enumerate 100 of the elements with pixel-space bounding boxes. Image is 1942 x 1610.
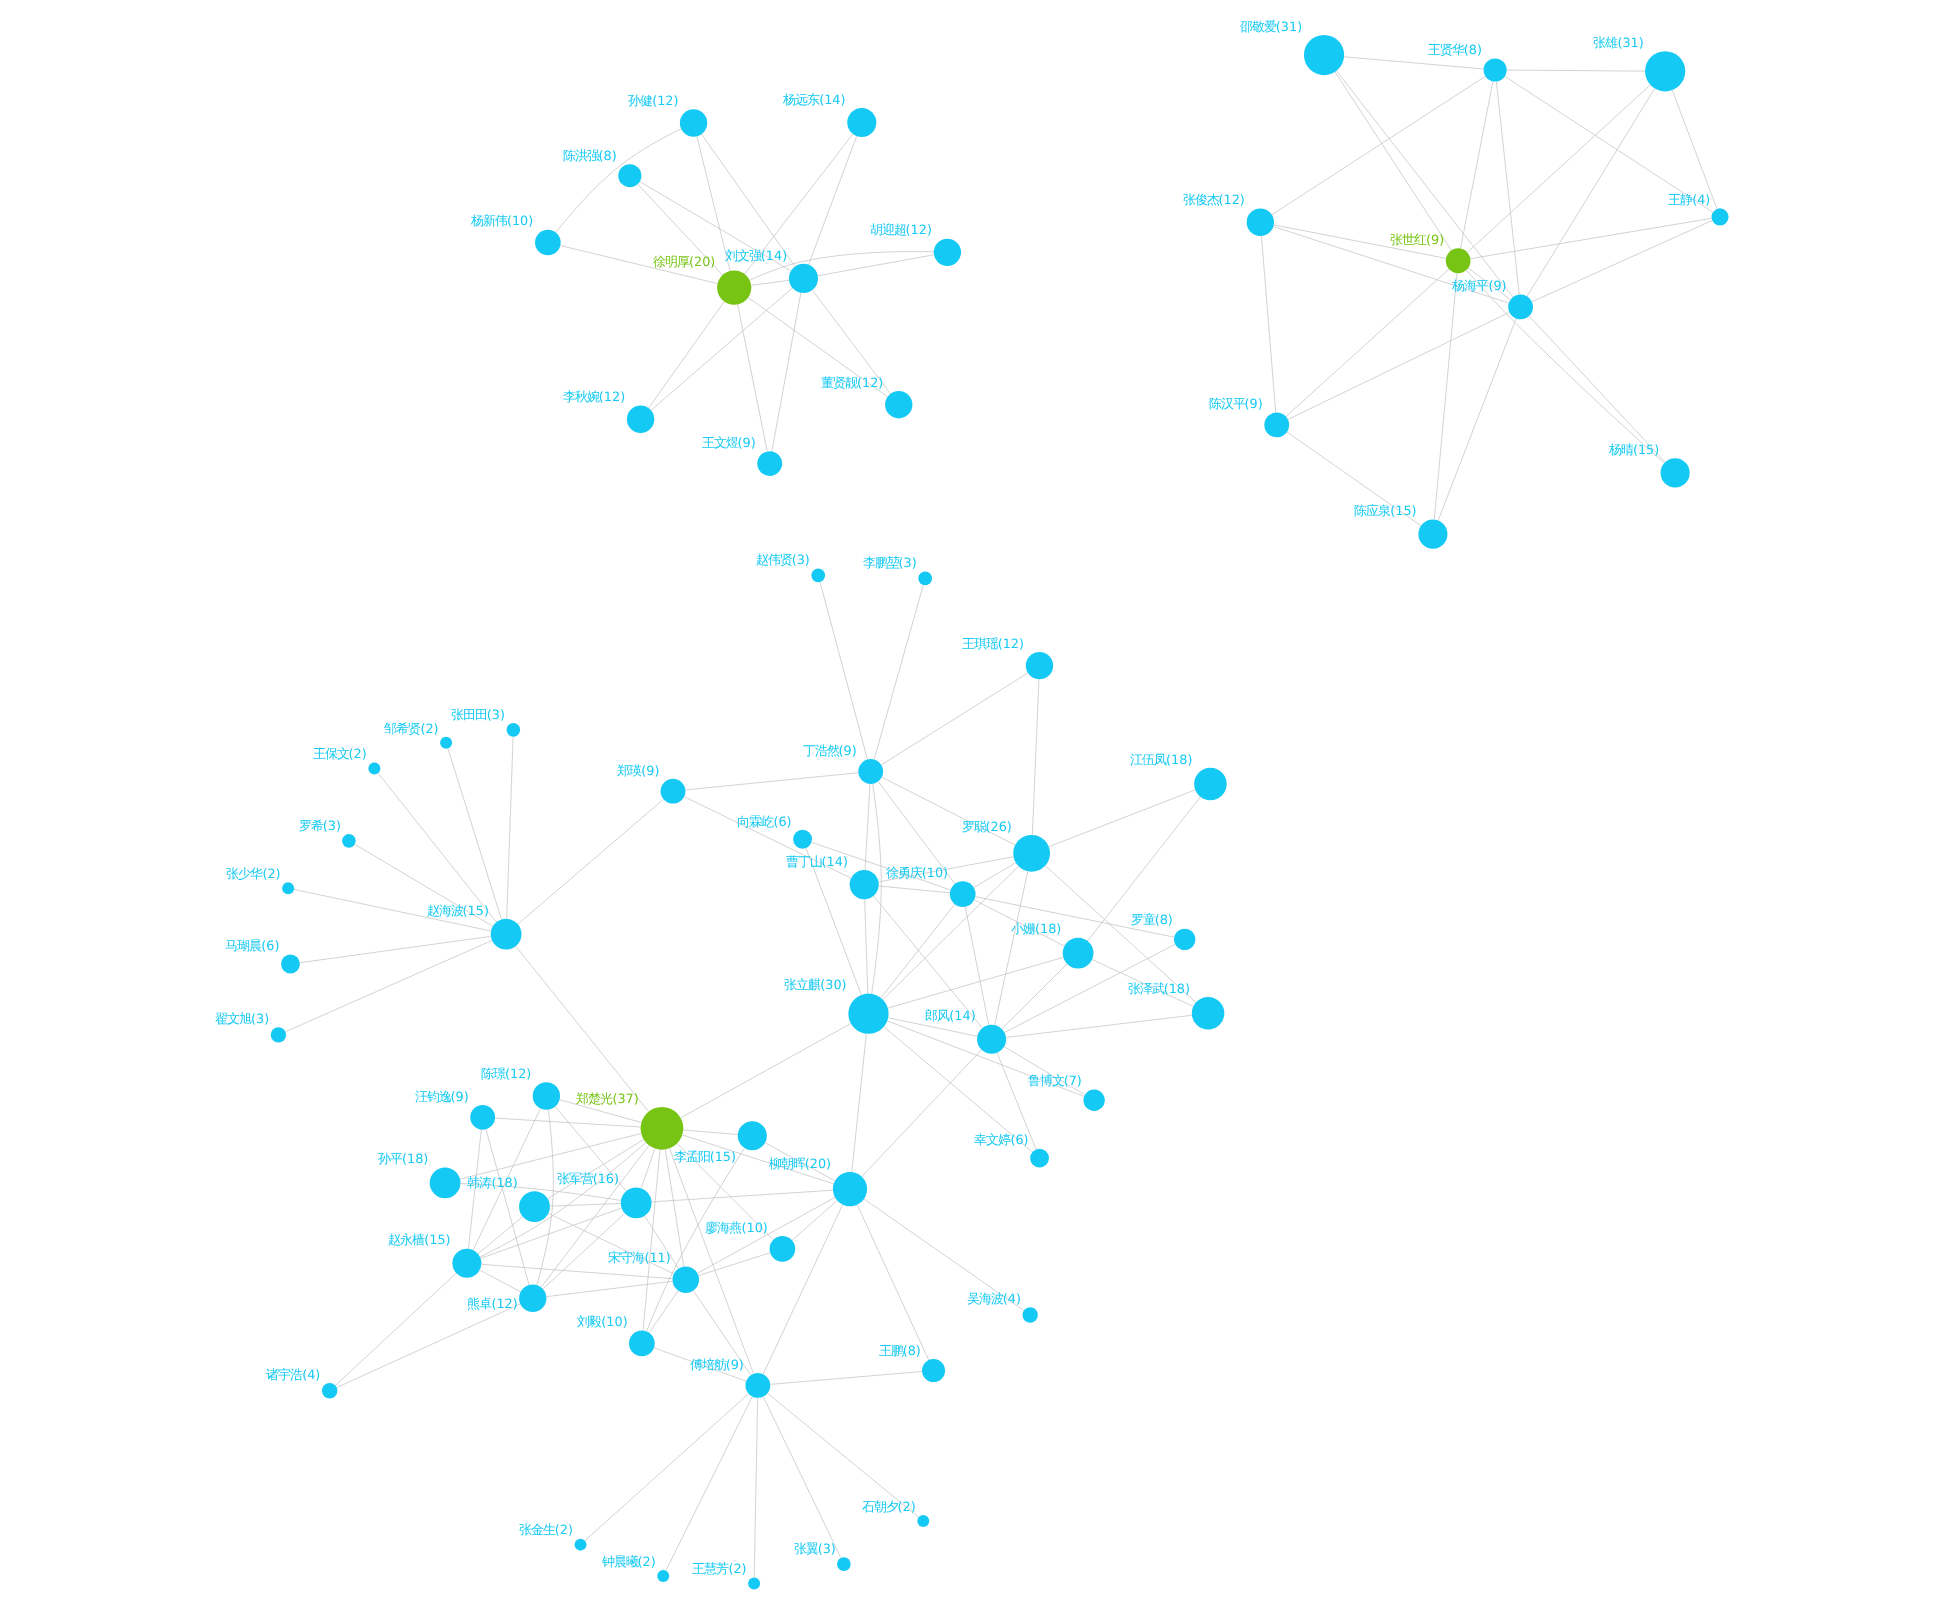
- node-circle: [1022, 1307, 1038, 1323]
- node-circle: [1194, 767, 1227, 801]
- node-circle: [918, 571, 932, 586]
- connector: [680, 1023, 852, 1119]
- connector: [1261, 235, 1277, 413]
- connector: [1671, 89, 1718, 209]
- connector: [1506, 69, 1646, 72]
- connector: [1048, 789, 1196, 847]
- connector: [973, 899, 1065, 947]
- connector: [460, 1183, 622, 1201]
- node-circle: [1264, 412, 1290, 438]
- connector: [559, 1099, 642, 1123]
- connector: [1286, 431, 1422, 527]
- connector: [1466, 84, 1651, 253]
- connector: [698, 1252, 771, 1277]
- connector: [479, 1142, 647, 1258]
- node-circle: [490, 918, 522, 950]
- connector: [354, 844, 494, 927]
- connector: [864, 783, 871, 871]
- connector: [1343, 56, 1484, 70]
- connector: [1001, 963, 1068, 1029]
- connector: [750, 279, 790, 286]
- node-circle: [1174, 928, 1196, 950]
- node-circle: [620, 1187, 652, 1219]
- connector: [536, 1109, 554, 1286]
- connector: [1273, 224, 1447, 259]
- node-circle: [532, 1082, 561, 1110]
- connector: [1528, 315, 1666, 463]
- node-circle: [788, 263, 819, 293]
- node-circle: [321, 1383, 338, 1399]
- node-circle: [1191, 997, 1225, 1030]
- connector: [737, 304, 768, 452]
- connector: [767, 1392, 920, 1518]
- connector: [1526, 88, 1656, 297]
- node-circle: [745, 1373, 771, 1398]
- connector: [477, 1216, 524, 1255]
- connector: [682, 1134, 834, 1185]
- connector: [808, 135, 857, 265]
- connector: [1273, 226, 1510, 304]
- connector: [1004, 943, 1176, 1033]
- connector: [639, 181, 792, 272]
- connector: [640, 1148, 656, 1189]
- connector: [506, 736, 514, 919]
- connector: [1504, 76, 1714, 213]
- connector: [549, 1203, 622, 1207]
- connector: [880, 672, 1029, 766]
- connector: [819, 581, 868, 760]
- connector: [882, 866, 1019, 1000]
- connector: [472, 1108, 541, 1251]
- node-circle: [757, 451, 783, 476]
- connector: [1466, 269, 1665, 464]
- connector: [883, 1026, 1033, 1153]
- connector: [811, 289, 891, 394]
- connector: [479, 1269, 522, 1293]
- connector: [878, 856, 1014, 883]
- node-circle: [837, 1557, 851, 1571]
- connector: [887, 1017, 978, 1037]
- connector: [649, 1290, 679, 1333]
- connector: [646, 1147, 745, 1332]
- node-circle: [737, 1121, 767, 1151]
- connector: [762, 1204, 844, 1375]
- connector: [1003, 1046, 1086, 1096]
- connector: [335, 1272, 457, 1386]
- connector: [1437, 318, 1517, 521]
- connector: [880, 904, 955, 999]
- connector: [887, 957, 1064, 1009]
- connector: [886, 1020, 1085, 1097]
- connector: [771, 292, 802, 452]
- connector: [764, 1142, 836, 1182]
- node-circle: [657, 1570, 670, 1583]
- node-circle: [848, 993, 889, 1034]
- connector: [1433, 272, 1458, 520]
- connector: [648, 301, 725, 409]
- connector: [697, 1197, 836, 1274]
- connector: [684, 772, 859, 791]
- connector: [871, 783, 882, 995]
- connector: [644, 1215, 679, 1269]
- connector: [669, 1148, 754, 1375]
- connector: [747, 297, 888, 398]
- node-circle: [1660, 458, 1690, 488]
- connector: [973, 862, 1016, 888]
- connector: [878, 885, 951, 894]
- node-circle: [1025, 652, 1054, 680]
- node-circle: [811, 568, 826, 583]
- node-circle: [1711, 208, 1729, 226]
- node-circle: [977, 1024, 1007, 1054]
- connector: [877, 781, 956, 884]
- connector: [1531, 220, 1713, 303]
- node-circle: [1062, 937, 1094, 969]
- node-circle: [452, 1248, 482, 1278]
- connector: [996, 1052, 1037, 1150]
- connector: [548, 1213, 675, 1275]
- connector: [805, 847, 862, 996]
- node-circle: [793, 829, 812, 849]
- connector: [1496, 81, 1520, 295]
- node-circle: [717, 270, 752, 305]
- node-circle: [672, 1266, 700, 1293]
- connector: [1287, 312, 1510, 420]
- node-circle: [660, 778, 686, 804]
- connector: [863, 1198, 1025, 1311]
